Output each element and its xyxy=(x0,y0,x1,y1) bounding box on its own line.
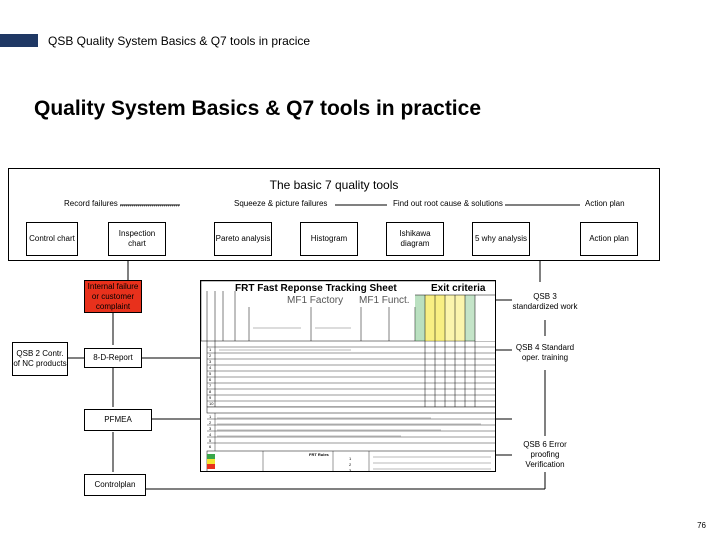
page-title: Quality System Basics & Q7 tools in prac… xyxy=(34,97,481,120)
rule-number: 2 xyxy=(349,462,352,467)
tool-control-chart: Control chart xyxy=(26,222,78,256)
lower-row-number: 2 xyxy=(209,420,212,425)
row-number: 4 xyxy=(209,365,212,370)
qsb2-box: QSB 2 Contr. of NC products xyxy=(12,342,68,376)
row-number: 3 xyxy=(209,359,212,364)
tool-inspection-chart: Inspection chart xyxy=(108,222,166,256)
sheet-subtitle-funct: MF1 Funct. xyxy=(359,295,410,306)
row-number: 5 xyxy=(209,371,212,376)
lower-row-number: 6 xyxy=(209,444,212,449)
qsb3-box: QSB 3 standardized work xyxy=(512,286,578,318)
controlplan-box: Controlplan xyxy=(84,474,146,496)
category-root-cause: Find out root cause & solutions xyxy=(393,199,503,208)
row-number: 6 xyxy=(209,377,212,382)
frt-tracking-sheet: FRT Fast Reponse Tracking Sheet MF1 Fact… xyxy=(200,280,496,472)
q7-title: The basic 7 quality tools xyxy=(269,178,399,192)
category-record-failures: Record failures xyxy=(64,199,118,208)
8d-report-box: 8-D-Report xyxy=(84,348,142,368)
page-number: 76 xyxy=(697,521,706,530)
qsb4-box: QSB 4 Standard oper. training xyxy=(512,336,578,370)
rule-number: 1 xyxy=(349,456,352,461)
frt-rules-title: FRT Rules xyxy=(309,452,329,457)
sheet-grid xyxy=(201,281,495,471)
row-number: 9 xyxy=(209,395,212,400)
pfmea-box: PFMEA xyxy=(84,409,152,431)
row-number: 10 xyxy=(209,401,214,406)
category-action-plan: Action plan xyxy=(585,199,625,208)
row-number: 7 xyxy=(209,383,212,388)
category-squeeze-failures: Squeeze & picture failures xyxy=(234,199,328,208)
sheet-title: FRT Fast Reponse Tracking Sheet xyxy=(235,283,397,294)
sheet-exit-criteria: Exit criteria xyxy=(431,283,486,294)
header-accent-bar xyxy=(0,34,38,47)
lower-row-number: 1 xyxy=(209,414,212,419)
lower-row-number: 5 xyxy=(209,438,212,443)
row-number: 8 xyxy=(209,389,212,394)
q7-tools-frame xyxy=(8,168,660,261)
tool-5-why-analysis: 5 why analysis xyxy=(472,222,530,256)
lower-row-number: 4 xyxy=(209,432,212,437)
tool-action-plan: Action plan xyxy=(580,222,638,256)
internal-failure-box: Internal failure or customer complaint xyxy=(84,280,142,313)
row-number: 2 xyxy=(209,353,212,358)
tool-histogram: Histogram xyxy=(300,222,358,256)
header-text: QSB Quality System Basics & Q7 tools in … xyxy=(48,34,311,48)
sheet-subtitle-factory: MF1 Factory xyxy=(287,295,344,306)
rule-number: 3 xyxy=(349,468,352,472)
tool-ishikawa-diagram: Ishikawa diagram xyxy=(386,222,444,256)
lower-row-number: 3 xyxy=(209,426,212,431)
tool-pareto-analysis: Pareto analysis xyxy=(214,222,272,256)
qsb6-box: QSB 6 Error proofing Verification xyxy=(512,438,578,472)
row-number: 1 xyxy=(209,347,212,352)
